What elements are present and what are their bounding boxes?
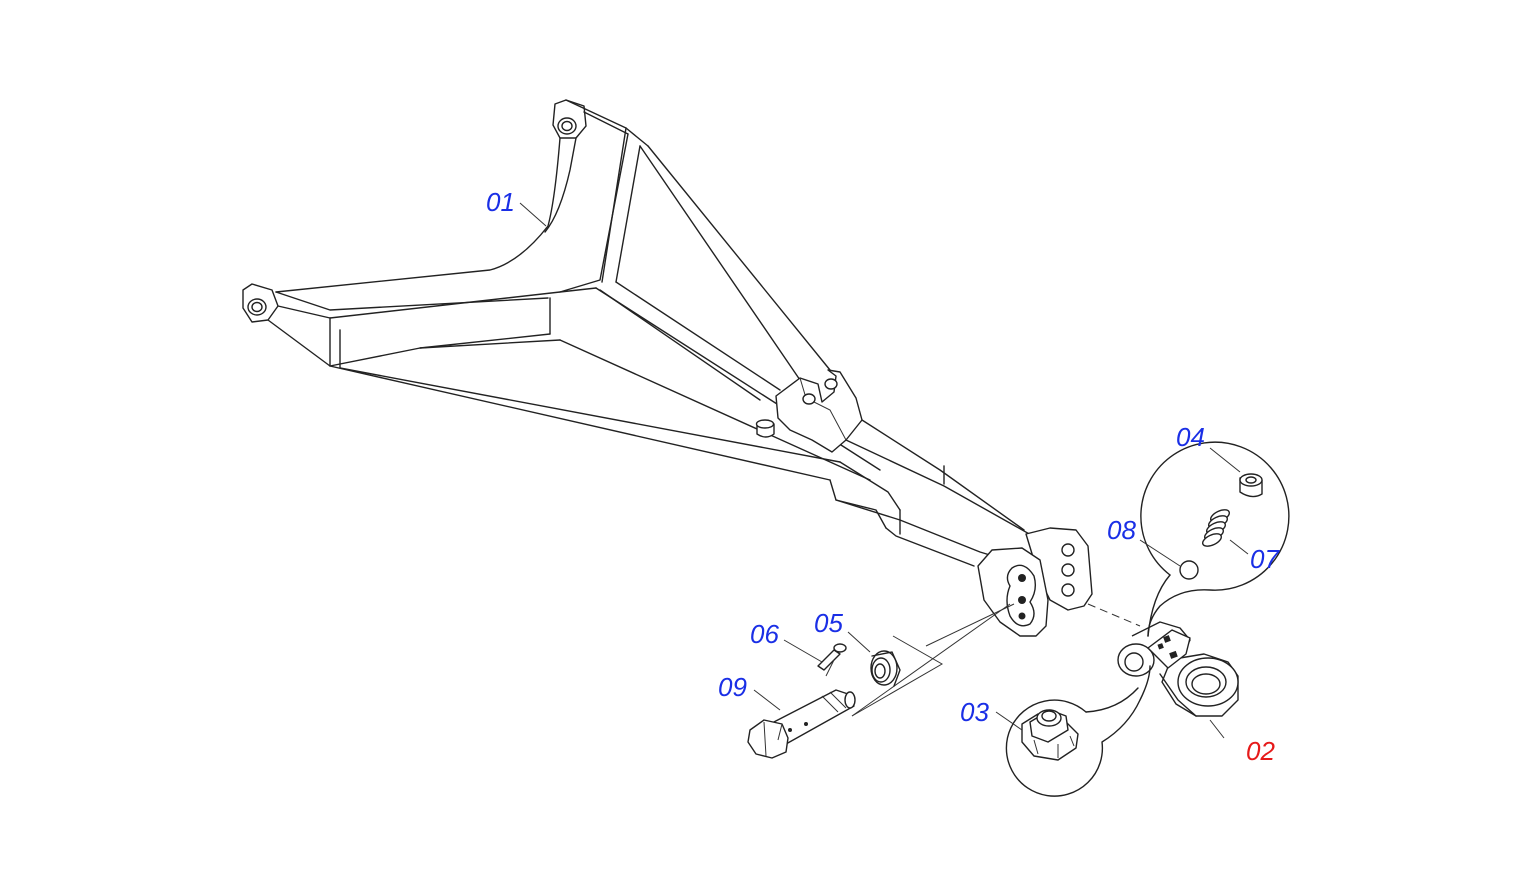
callout-05: 05 — [814, 608, 843, 638]
part-05-nut — [870, 650, 901, 687]
callout-labels: 01 02 03 04 05 06 07 08 09 — [486, 187, 1280, 766]
callout-04: 04 — [1176, 422, 1205, 452]
callout-06: 06 — [750, 619, 779, 649]
detail-circle-lower — [1005, 665, 1151, 797]
part-03-grease-fitting — [1021, 709, 1079, 761]
callout-01: 01 — [486, 187, 515, 217]
part-08-ball — [1179, 560, 1199, 580]
detail-circle-upper — [1140, 441, 1290, 637]
callout-leaders — [519, 202, 1249, 739]
part-07-spring — [1201, 509, 1231, 547]
part-06-cotter-pin — [817, 643, 847, 677]
callout-03: 03 — [960, 697, 989, 727]
callout-08: 08 — [1107, 515, 1136, 545]
callout-02: 02 — [1246, 736, 1275, 766]
part-09-pin — [747, 689, 856, 759]
callout-07: 07 — [1250, 544, 1280, 574]
part-04-plug — [1239, 473, 1263, 498]
callout-09: 09 — [718, 672, 747, 702]
part-02-eye-bracket — [1117, 621, 1239, 717]
part-01-a-frame — [242, 99, 1093, 637]
assembly-axis-lines — [851, 603, 1141, 717]
